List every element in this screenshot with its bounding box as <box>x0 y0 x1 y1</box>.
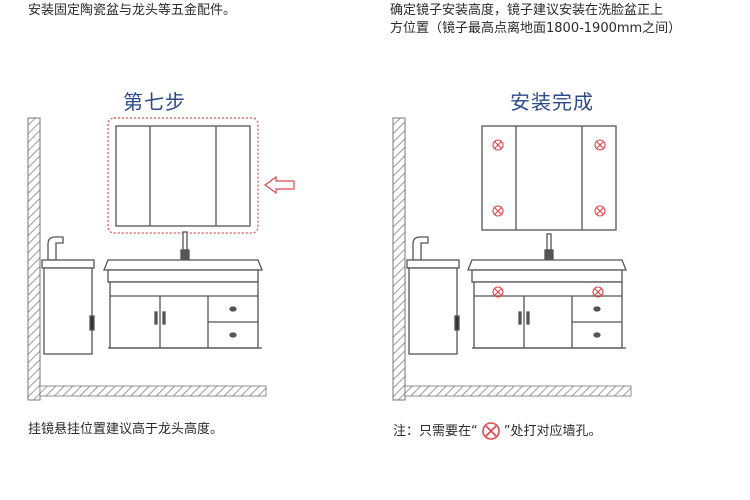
left-top-text: 安装固定陶瓷盆与龙头等五金配件。 <box>28 3 237 18</box>
right-top-text-line2: 方位置（镜子最高点离地面1800-1900mm之间） <box>390 21 682 36</box>
left-faucet <box>180 231 190 261</box>
right-floor <box>404 385 632 397</box>
left-floor <box>39 385 267 397</box>
left-scene <box>27 117 295 401</box>
vanity-drill-mark-icon <box>492 286 604 298</box>
arrow-left-icon <box>263 175 295 195</box>
note-drill-mark-icon <box>481 422 500 440</box>
left-mirror <box>115 125 251 227</box>
left-vanity <box>103 259 263 349</box>
install-complete-title: 安装完成 <box>510 90 594 114</box>
drill-mark-icon <box>492 139 606 217</box>
right-faucet <box>544 233 554 261</box>
right-top-text-line1: 确定镜子安装高度，镜子建议安装在洗脸盆正上 <box>390 3 664 18</box>
right-scene <box>392 117 632 401</box>
note-suffix: ”处打对应墙孔。 <box>503 423 602 439</box>
right-wall <box>392 117 406 401</box>
right-mirror <box>481 125 617 231</box>
right-vanity <box>467 259 627 349</box>
note-prefix: 注：只需要在“ <box>393 423 478 439</box>
left-wall <box>27 117 41 401</box>
right-note: 注：只需要在“ ”处打对应墙孔。 <box>393 421 602 441</box>
right-toilet <box>406 236 460 355</box>
left-bottom-text: 挂镜悬挂位置建议高于龙头高度。 <box>28 422 224 437</box>
left-toilet <box>41 236 95 355</box>
step-seven-title: 第七步 <box>123 90 186 114</box>
